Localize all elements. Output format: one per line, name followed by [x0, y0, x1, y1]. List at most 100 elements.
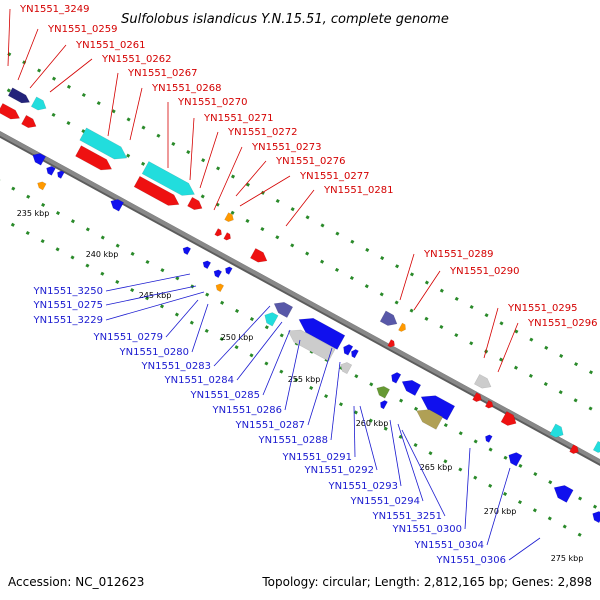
- kbp-tick-label: 255 kbp: [288, 375, 321, 384]
- gene-label: YN1551_0267: [127, 68, 198, 79]
- gene-block-0289: [379, 310, 398, 326]
- gene-label: YN1551_0295: [507, 303, 578, 314]
- gene-block-0285: [298, 317, 346, 350]
- gene-block-red-f: [569, 444, 579, 454]
- gene-label-leader: [399, 253, 415, 301]
- gene-label-leader: [284, 339, 301, 411]
- kbp-tick-label: 245 kbp: [139, 291, 172, 300]
- genome-summary-text: Topology: circular; Length: 2,812,165 bp…: [261, 575, 592, 589]
- gene-label: YN1551_0285: [190, 390, 261, 401]
- gene-label-leader: [483, 307, 499, 359]
- gene-block-0276: [214, 228, 222, 237]
- kbp-tick-label: 235 kbp: [17, 209, 50, 218]
- kbp-tick-label: 270 kbp: [484, 507, 517, 516]
- gene-block-0270: [187, 196, 203, 210]
- gene-label: YN1551_0293: [328, 481, 399, 492]
- gene-label-leader: [389, 419, 402, 487]
- gene-block-0288: [340, 362, 353, 375]
- gene-label: YN1551_0304: [414, 540, 485, 551]
- kbp-tick-label: 250 kbp: [221, 333, 254, 342]
- gene-block-orange-a: [37, 181, 47, 191]
- gene-label-leader: [486, 467, 511, 546]
- gene-block-0293: [401, 380, 422, 396]
- gene-block-rev-b: [46, 166, 56, 176]
- gene-block-rev-a: [32, 153, 47, 166]
- gene-block-0300: [485, 434, 493, 443]
- guide-rail-1: [7, 52, 600, 379]
- gene-label: YN1551_0292: [304, 465, 375, 476]
- gene-block-3229: [213, 269, 223, 279]
- gene-label: YN1551_0284: [164, 375, 235, 386]
- gene-label: YN1551_0275: [33, 300, 104, 311]
- gene-block-cyan-e: [549, 423, 564, 438]
- gene-label: YN1551_0283: [141, 361, 212, 372]
- gene-label: YN1551_0280: [119, 347, 190, 358]
- gene-block-0286: [287, 329, 336, 362]
- gene-label-leader: [235, 160, 267, 197]
- gene-block-0295: [474, 373, 492, 389]
- gene-block-rev-e: [225, 266, 233, 275]
- gene-label-leader: [29, 44, 67, 89]
- gene-label: YN1551_0261: [75, 40, 146, 51]
- gene-label-leader: [236, 321, 283, 381]
- genome-backbone: [0, 131, 600, 464]
- gene-label: YN1551_0306: [436, 555, 507, 566]
- gene-label-leader: [105, 291, 205, 321]
- gene-label-leader: [7, 8, 11, 67]
- gene-label: YN1551_0271: [203, 113, 274, 124]
- gene-block-0281: [250, 247, 268, 263]
- gene-label-leader: [189, 117, 195, 181]
- gene-block-0279: [215, 283, 225, 293]
- gene-label: YN1551_0259: [47, 24, 118, 35]
- gene-block-0267: [141, 161, 195, 196]
- gene-label-leader: [285, 189, 315, 227]
- gene-block-0306: [553, 485, 574, 503]
- gene-label-leader: [330, 361, 341, 441]
- gene-label: YN1551_0289: [423, 249, 494, 260]
- gene-label-leader: [17, 28, 39, 81]
- gene-label: YN1551_0296: [527, 318, 598, 329]
- gene-label-leader: [508, 537, 541, 561]
- gene-block-red-c: [387, 339, 395, 348]
- gene-block-0277: [223, 232, 231, 241]
- gene-label-leader: [213, 305, 271, 367]
- gene-block-0261: [79, 127, 128, 160]
- gene-label: YN1551_0272: [227, 127, 298, 138]
- gene-label: YN1551_0286: [212, 405, 283, 416]
- gene-block-0290: [398, 322, 406, 332]
- gene-label-leader: [107, 72, 119, 137]
- gene-block-0287: [343, 344, 354, 356]
- gene-label-leader: [165, 299, 199, 338]
- gene-label: YN1551_3250: [33, 286, 104, 297]
- gene-block-red-b: [21, 114, 37, 128]
- gene-block-0275: [202, 260, 212, 270]
- gene-label: YN1551_0287: [235, 420, 306, 431]
- gene-label-leader: [401, 429, 446, 517]
- gene-label: YN1551_0262: [101, 54, 172, 65]
- gene-label: YN1551_0290: [449, 266, 520, 277]
- kbp-tick-label: 275 kbp: [551, 554, 584, 563]
- gene-label-leader: [464, 447, 471, 530]
- gene-label-leader: [307, 347, 333, 426]
- gene-label-leader: [397, 423, 424, 502]
- gene-label-leader: [497, 322, 519, 373]
- gene-label-leader: [353, 405, 356, 458]
- gene-block-0268: [133, 175, 180, 206]
- backbone-layer: [0, 52, 600, 543]
- gene-block-0291: [376, 386, 391, 399]
- gene-label-leader: [239, 175, 291, 207]
- gene-label-leader: [105, 285, 197, 306]
- gene-block-0282: [273, 302, 294, 318]
- gene-block-0262: [75, 145, 113, 171]
- gene-label-leader: [262, 329, 291, 396]
- gene-label: YN1551_0276: [275, 156, 346, 167]
- gene-block-rev-c: [57, 170, 65, 179]
- gene-label-leader: [129, 87, 143, 141]
- gene-block-0273: [224, 212, 234, 222]
- gene-label-leader: [199, 131, 219, 189]
- gene-label: YN1551_0273: [251, 142, 322, 153]
- gene-block-rev-h: [592, 511, 600, 524]
- gene-label-leader: [49, 58, 93, 93]
